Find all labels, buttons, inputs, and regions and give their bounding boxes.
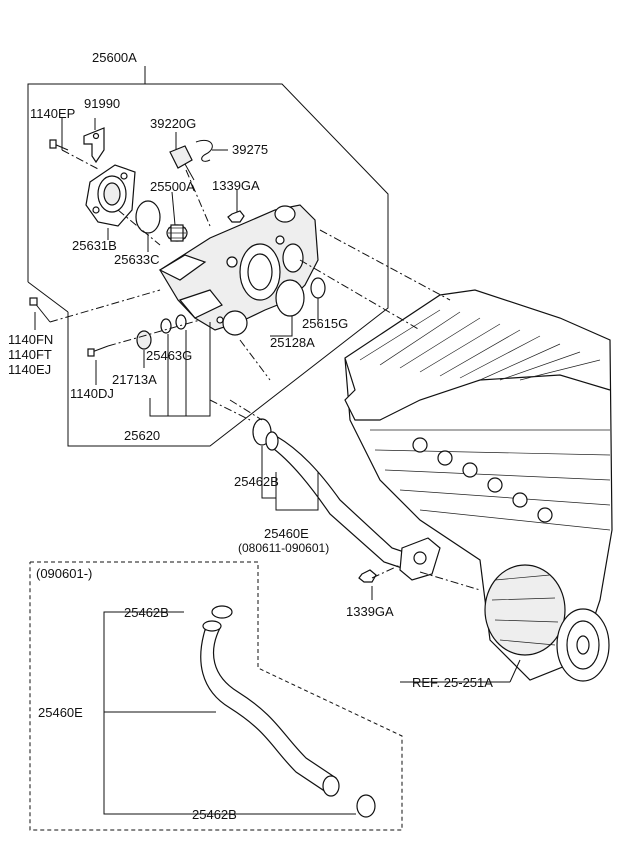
oring-2 <box>175 314 187 330</box>
label-gasket-cover: 25633C <box>114 252 160 267</box>
label-sensor: 39220G <box>150 116 196 131</box>
thermostat <box>166 224 188 242</box>
label-inset-date: (090601-) <box>36 566 92 581</box>
label-nut-top: 1339GA <box>212 178 260 193</box>
label-nut-bottom: 1339GA <box>346 604 394 619</box>
label-oring: 25463G <box>146 348 192 363</box>
labels: 25600A 1140EP 91990 39220G 39275 25500A … <box>8 50 493 822</box>
leader-lines <box>34 118 521 683</box>
label-pipe-dates: (080611-090601) <box>238 541 329 555</box>
nut-top <box>227 210 245 223</box>
label-pipe-oring: 25462B <box>234 474 279 489</box>
bracket <box>83 127 105 164</box>
label-bolt-dj: 1140DJ <box>70 386 114 401</box>
label-bolt-ft: 1140FT <box>8 347 52 362</box>
label-group: 25620 <box>124 428 160 443</box>
label-ref: REF. 25-251A <box>412 675 493 690</box>
bolt-long <box>29 297 51 323</box>
nut-bottom <box>358 569 377 583</box>
gasket-cover <box>135 200 161 234</box>
label-clip: 39275 <box>232 142 268 157</box>
label-housing-cover: 25631B <box>72 238 117 253</box>
label-inset-pipe: 25460E <box>38 705 83 720</box>
oring <box>160 318 172 334</box>
bolt-1140ep <box>49 139 69 151</box>
label-bracket: 91990 <box>84 96 120 111</box>
clip <box>195 140 213 162</box>
housing-cover <box>85 164 136 227</box>
label-bolt-1140ep: 1140EP <box>30 106 75 121</box>
label-plug: 21713A <box>112 372 157 387</box>
plug <box>136 330 152 350</box>
label-assembly: 25600A <box>92 50 137 65</box>
gasket-right <box>310 277 326 299</box>
coolant-pipe <box>252 418 441 581</box>
label-thermostat: 25500A <box>150 179 195 194</box>
label-pipe: 25460E <box>264 526 309 541</box>
label-bolt-ej: 1140EJ <box>8 362 51 377</box>
bolt-1140dj <box>87 345 109 357</box>
label-housing: 25128A <box>270 335 315 350</box>
assembly-frame <box>27 66 389 447</box>
engine-block <box>344 289 613 682</box>
label-inset-oring-bottom: 25462B <box>192 807 237 822</box>
label-inset-oring-top: 25462B <box>124 605 169 620</box>
inset-frame <box>29 561 403 831</box>
label-gasket-right: 25615G <box>302 316 348 331</box>
temperature-sensor <box>169 145 195 181</box>
label-bolt-fn: 1140FN <box>8 332 53 347</box>
